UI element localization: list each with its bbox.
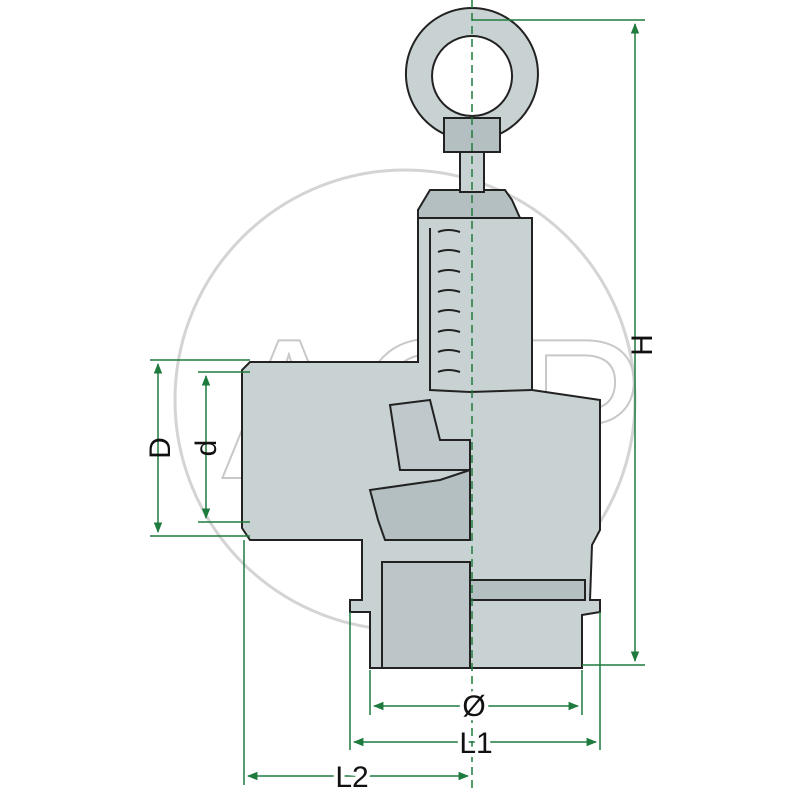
spring	[437, 229, 461, 373]
valve-disc	[388, 398, 471, 471]
cap	[417, 189, 522, 219]
inner-ledge	[469, 389, 533, 393]
lower-nut	[381, 561, 471, 669]
label-D: D	[144, 437, 177, 459]
hex-nut	[469, 579, 586, 601]
valve-seat	[368, 468, 471, 541]
label-diameter: Ø	[462, 690, 485, 723]
dimension-lines	[150, 19, 645, 785]
label-H: H	[626, 334, 659, 356]
valve-body	[241, 189, 601, 669]
lifting-eye	[405, 7, 539, 193]
label-L2: L2	[335, 761, 368, 794]
inner-wall	[429, 228, 471, 393]
label-L1: L1	[459, 727, 492, 760]
label-d: d	[190, 440, 223, 457]
dimension-labels: H D d Ø L1 L2	[144, 334, 659, 798]
